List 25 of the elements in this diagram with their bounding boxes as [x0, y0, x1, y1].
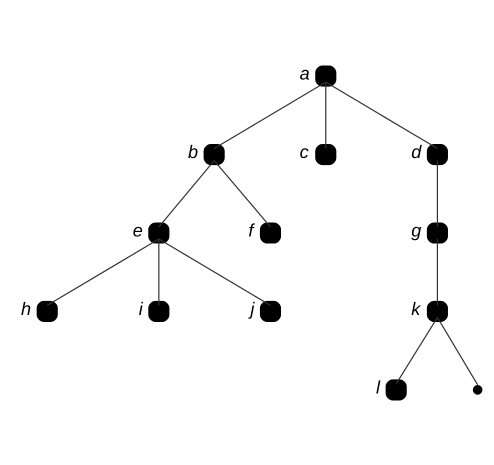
connector [436, 160, 438, 226]
connector [395, 316, 438, 384]
connector [213, 160, 270, 227]
connector [46, 238, 159, 306]
node-circle [472, 384, 482, 394]
connector [436, 238, 438, 305]
node-label: j [250, 298, 254, 318]
node-label: k [410, 298, 420, 318]
connector [324, 82, 326, 148]
connector [158, 238, 270, 306]
connector [213, 81, 326, 149]
node-label: c [299, 141, 308, 162]
connector [324, 81, 438, 149]
node-label: h [20, 298, 31, 318]
node-label: i [138, 298, 142, 318]
node-label: e [132, 220, 142, 240]
node-label: a [299, 63, 310, 84]
connector [158, 160, 214, 227]
node-label: f [248, 220, 253, 240]
node-label: g [410, 220, 421, 240]
connector [158, 238, 159, 305]
node-label: l [376, 376, 380, 397]
node-label: b [188, 141, 198, 162]
node-label: d [410, 141, 421, 162]
connector [436, 316, 478, 385]
